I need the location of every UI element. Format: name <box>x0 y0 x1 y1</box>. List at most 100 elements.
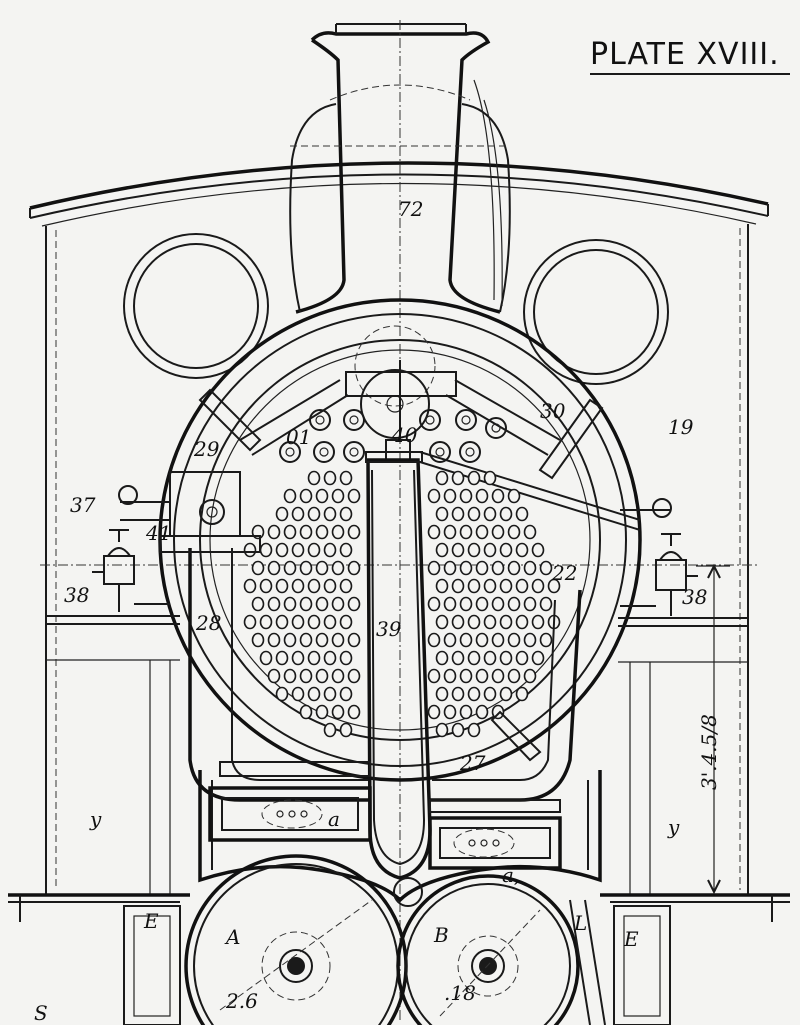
tube-hole <box>523 560 537 576</box>
tube-hole <box>307 578 321 594</box>
tube-hole <box>499 686 513 702</box>
label-valve-a1: a, <box>502 863 520 887</box>
tube-hole <box>267 560 281 576</box>
tube-hole <box>483 542 497 558</box>
running-plate <box>8 893 790 922</box>
tube-hole <box>499 578 513 594</box>
tube-hole <box>307 542 321 558</box>
tube-hole <box>283 560 297 576</box>
tube-hole <box>515 650 529 666</box>
tube-hole <box>347 560 361 576</box>
label-left-y: y <box>89 807 102 831</box>
tube-hole <box>491 704 505 720</box>
tube-hole <box>459 668 473 684</box>
tube-hole <box>291 578 305 594</box>
tube-hole <box>475 632 489 648</box>
tube-hole <box>299 632 313 648</box>
tube-hole <box>331 524 345 540</box>
tube-hole <box>483 470 497 486</box>
tube-hole <box>475 704 489 720</box>
buffer-beams <box>123 899 671 1025</box>
tube-hole <box>339 506 353 522</box>
stay-bolt-center <box>465 447 475 457</box>
label-upper-left-steam: 29 <box>193 437 220 461</box>
stay-bolt <box>313 441 335 463</box>
tube-hole <box>291 686 305 702</box>
stay-bolt-center <box>319 447 329 457</box>
label-dim-right: .18 <box>444 981 476 1005</box>
tube-hole <box>443 632 457 648</box>
tube-hole <box>491 524 505 540</box>
stay-bolt-group <box>279 409 507 463</box>
tube-hole <box>339 686 353 702</box>
tube-hole <box>515 578 529 594</box>
tube-hole <box>435 470 449 486</box>
left-spectacle-window <box>123 233 269 379</box>
tube-hole <box>459 704 473 720</box>
tube-hole <box>515 542 529 558</box>
tube-hole <box>339 542 353 558</box>
valve-chest-a1 <box>428 816 562 870</box>
tube-hole <box>243 578 257 594</box>
cylinder-a <box>184 854 408 1025</box>
tube-hole <box>467 686 481 702</box>
right-gauge-cock <box>620 533 698 616</box>
tube-hole <box>467 470 481 486</box>
tube-hole <box>451 614 465 630</box>
tube-hole <box>443 704 457 720</box>
tube-hole <box>507 668 521 684</box>
tube-hole <box>315 668 329 684</box>
stay-bolt-center <box>349 447 359 457</box>
tube-hole <box>467 542 481 558</box>
tube-hole <box>267 668 281 684</box>
tube-hole <box>435 578 449 594</box>
stay-bolt <box>419 409 441 431</box>
tube-hole <box>323 686 337 702</box>
tube-hole <box>283 524 297 540</box>
tube-plate-holes <box>243 470 561 738</box>
tube-hole <box>251 596 265 612</box>
tube-hole <box>499 650 513 666</box>
label-right-cock: 38 <box>682 585 707 609</box>
tube-hole <box>435 506 449 522</box>
valve-chest-a <box>208 786 372 842</box>
tube-hole <box>291 542 305 558</box>
cylinder-b <box>396 874 580 1025</box>
stay-bolt-center <box>425 415 435 425</box>
tube-hole <box>339 578 353 594</box>
tube-hole <box>251 560 265 576</box>
tube-hole <box>459 560 473 576</box>
tube-hole <box>459 524 473 540</box>
tube-hole <box>339 722 353 738</box>
stay-bolt <box>455 409 477 431</box>
tube-hole <box>291 614 305 630</box>
tube-hole <box>523 524 537 540</box>
tube-hole <box>443 488 457 504</box>
tube-hole <box>315 596 329 612</box>
stay-bolt-center <box>349 415 359 425</box>
tube-hole <box>275 506 289 522</box>
tube-hole <box>331 704 345 720</box>
tube-hole <box>283 632 297 648</box>
tube-hole <box>283 668 297 684</box>
tube-hole <box>283 596 297 612</box>
tube-hole <box>467 506 481 522</box>
tube-hole <box>451 722 465 738</box>
stay-bolt-center <box>491 423 501 433</box>
label-top-center: 40 <box>391 423 418 447</box>
tube-hole <box>483 650 497 666</box>
stay-bolt <box>485 417 507 439</box>
tube-hole <box>323 542 337 558</box>
tube-hole <box>515 614 529 630</box>
label-dim-left: 2.6 <box>225 989 258 1013</box>
tube-hole <box>547 578 561 594</box>
tube-hole <box>259 542 273 558</box>
label-lower-right: 27 <box>459 751 486 775</box>
tube-hole <box>339 614 353 630</box>
tube-hole <box>475 488 489 504</box>
tube-hole <box>323 506 337 522</box>
stay-bolt <box>343 409 365 431</box>
tube-hole <box>275 542 289 558</box>
tube-hole <box>499 614 513 630</box>
